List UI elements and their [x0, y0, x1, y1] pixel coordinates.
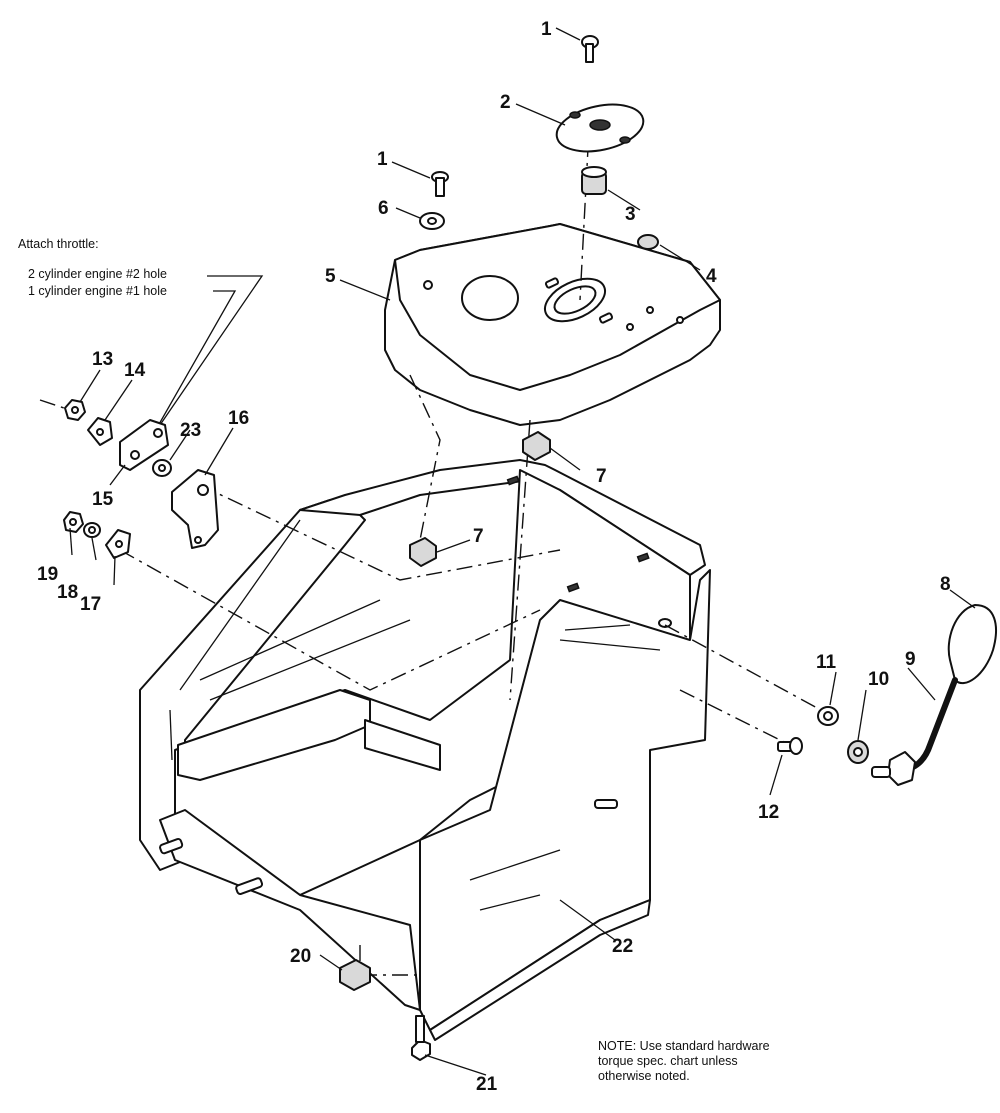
callout-18: 18: [57, 582, 78, 603]
clip-7-upper: [522, 431, 551, 461]
clip-17: [105, 529, 131, 559]
bolt-12: [777, 737, 803, 755]
attach-throttle-line-2: 1 cylinder engine #1 hole: [28, 284, 167, 298]
callout-17: 17: [80, 594, 101, 615]
torque-note-line-2: torque spec. chart unless: [598, 1054, 738, 1068]
torque-note-line-3: otherwise noted.: [598, 1069, 690, 1083]
bracket-14: [87, 417, 113, 446]
callout-14: 14: [124, 360, 146, 381]
control-panel: [384, 223, 721, 426]
callout-12: 12: [758, 802, 779, 823]
callout-7-lower: 7: [473, 526, 484, 547]
plug-4: [637, 234, 659, 250]
plate-2: [555, 103, 645, 153]
callout-15: 15: [92, 489, 114, 510]
callout-leaders: [69, 27, 976, 1076]
lever-9: [871, 677, 958, 786]
console-housing: [139, 459, 711, 1041]
nut-13: [64, 399, 86, 421]
callout-10: 10: [868, 669, 889, 690]
screw-1-top: [581, 35, 599, 63]
washer-23: [152, 459, 172, 477]
callout-3: 3: [625, 204, 636, 225]
clip-7-lower: [409, 537, 437, 567]
washer-10: [847, 740, 869, 764]
leader-hole-2: [159, 275, 264, 426]
callout-11: 11: [816, 652, 837, 673]
washer-18: [83, 522, 101, 538]
callout-16: 16: [228, 408, 249, 429]
callout-1-mid: 1: [377, 149, 388, 170]
throttle-bracket: [119, 419, 169, 471]
gear-3: [581, 166, 607, 195]
attach-throttle-title: Attach throttle:: [18, 237, 99, 251]
callout-8: 8: [940, 574, 951, 595]
callout-19: 19: [37, 564, 58, 585]
callout-20: 20: [290, 946, 311, 967]
callout-21: 21: [476, 1074, 498, 1095]
screw-1-mid: [431, 171, 449, 197]
callout-13: 13: [92, 349, 113, 370]
callout-6: 6: [378, 198, 389, 219]
callout-22: 22: [612, 936, 633, 957]
knob-8: [947, 604, 997, 685]
washer-11: [817, 706, 839, 726]
torque-note-line-1: NOTE: Use standard hardware: [598, 1039, 770, 1053]
callout-9: 9: [905, 649, 916, 670]
leader-hole-1: [149, 290, 237, 441]
attach-throttle-line-1: 2 cylinder engine #2 hole: [28, 267, 167, 281]
callout-23: 23: [180, 420, 201, 441]
callout-5: 5: [325, 266, 336, 287]
washer-6: [419, 212, 445, 230]
callout-4: 4: [706, 266, 717, 287]
nut-19: [63, 511, 84, 533]
bracket-16: [171, 469, 219, 549]
callout-7-upper: 7: [596, 466, 607, 487]
callout-2: 2: [500, 92, 511, 113]
clip-20: [339, 959, 371, 991]
callout-1-top: 1: [541, 19, 552, 40]
